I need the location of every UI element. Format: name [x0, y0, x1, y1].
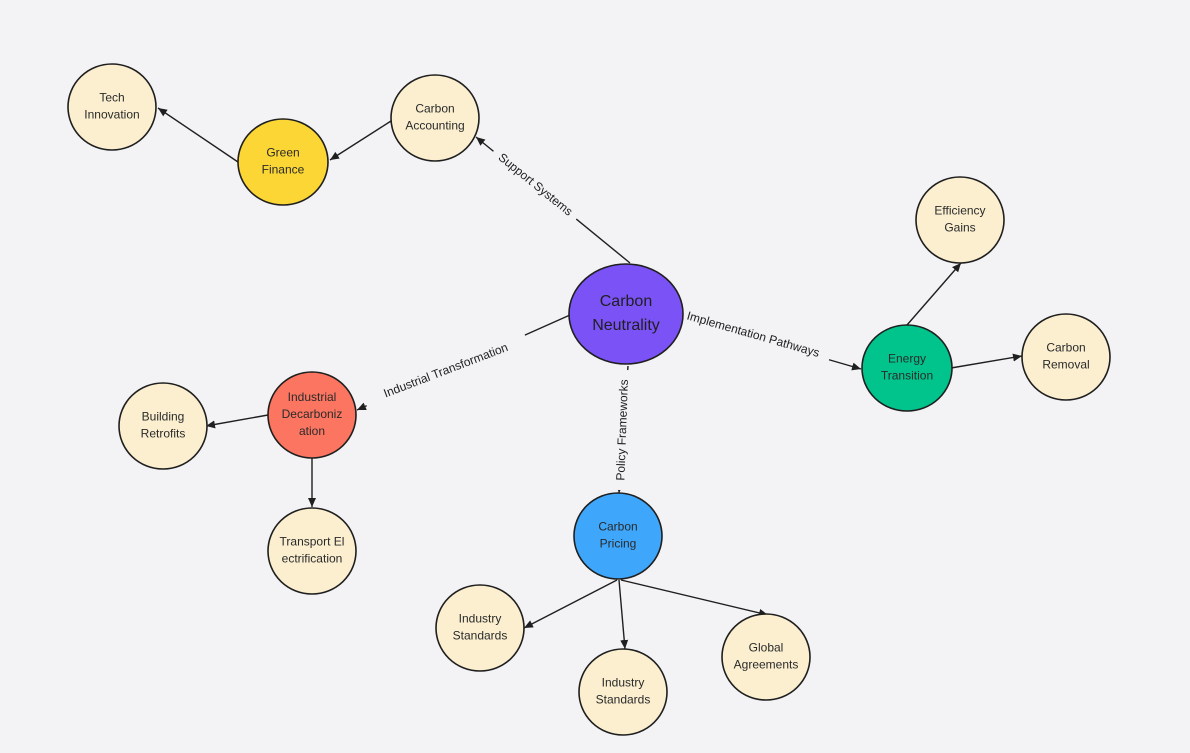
edge-energy-transition-to-carbon-removal — [950, 353, 1023, 369]
node-label-line: Standards — [596, 693, 651, 707]
node-label-line: Transport El — [280, 535, 345, 549]
edge-carbon-pricing-to-industry-standards-1 — [523, 579, 618, 629]
node-label-line: ation — [299, 424, 325, 438]
node-label-line: Energy — [888, 352, 926, 366]
node-label-line: Removal — [1042, 358, 1089, 372]
node-circle[interactable] — [435, 584, 525, 672]
node-circle[interactable] — [568, 263, 684, 365]
node-circle[interactable] — [861, 324, 953, 412]
edge-energy-transition-to-efficiency-gains — [906, 262, 962, 326]
edge-label: Policy Frameworks — [613, 379, 631, 481]
node-label-line: Standards — [453, 629, 508, 643]
edge-label: Industrial Transformation — [382, 340, 510, 400]
nodes-layer: CarbonNeutralityCarbonAccountingGreenFin… — [67, 63, 1111, 736]
edge-green-finance-to-tech-innovation — [157, 107, 239, 163]
node-transport-electrification[interactable]: Transport El ectrification — [267, 507, 357, 595]
node-label-line: Transition — [881, 369, 933, 383]
node-label-line: Retrofits — [141, 427, 186, 441]
node-circle[interactable] — [1021, 313, 1111, 401]
node-label-line: Carbon — [600, 293, 652, 310]
node-label-line: Tech — [99, 91, 124, 105]
edges-layer — [157, 107, 1023, 650]
edge-label-background — [612, 369, 634, 491]
edge-label-group: Industrial Transformation — [362, 332, 530, 410]
edge-label-background — [488, 145, 582, 225]
node-label-line: Global — [749, 641, 784, 655]
edge-label-group: Policy Frameworks — [612, 369, 634, 491]
node-label-line: Carbon — [1046, 341, 1085, 355]
node-circle[interactable] — [390, 74, 480, 162]
node-label-line: Building — [142, 410, 185, 424]
node-circle[interactable] — [267, 371, 357, 459]
node-label-line: Pricing — [600, 537, 637, 551]
edge-label-background — [362, 332, 530, 410]
node-label-line: Finance — [262, 163, 305, 177]
edge-label-group: Support Systems — [488, 145, 582, 225]
node-label-line: ectrification — [282, 552, 343, 566]
edge-label-group: Implementation Pathways — [673, 305, 833, 365]
node-label-line: Innovation — [84, 108, 139, 122]
node-label-line: Gains — [944, 221, 975, 235]
node-circle[interactable] — [267, 507, 357, 595]
node-circle[interactable] — [67, 63, 157, 151]
node-label-line: Industrial — [288, 390, 337, 404]
node-label-line: Neutrality — [592, 317, 660, 334]
node-circle[interactable] — [915, 176, 1005, 264]
node-circle[interactable] — [237, 118, 329, 206]
edge-carbon-pricing-to-industry-standards-2 — [618, 579, 629, 650]
node-label-line: Agreements — [734, 658, 799, 672]
edge-label-background — [673, 305, 833, 365]
node-label-line: Decarboniz — [282, 407, 343, 421]
edge-label: Support Systems — [496, 150, 576, 218]
edge-label: Implementation Pathways — [685, 309, 821, 360]
node-label-line: Industry — [459, 612, 502, 626]
node-circle[interactable] — [118, 382, 208, 470]
node-label-line: Green — [266, 146, 299, 160]
node-label-line: Carbon — [598, 520, 637, 534]
node-label-line: Efficiency — [934, 204, 985, 218]
node-circle[interactable] — [573, 492, 663, 580]
edge-industrial-decarbonization-to-building-retrofits — [205, 414, 269, 429]
node-label-line: Accounting — [405, 119, 464, 133]
edge-carbon-accounting-to-green-finance — [329, 120, 392, 161]
node-label-line: Carbon — [415, 102, 454, 116]
edge-carbon-pricing-to-global-agreements — [620, 579, 769, 617]
node-circle[interactable] — [721, 613, 811, 701]
node-label-line: Industry — [602, 676, 645, 690]
node-circle[interactable] — [578, 648, 668, 736]
